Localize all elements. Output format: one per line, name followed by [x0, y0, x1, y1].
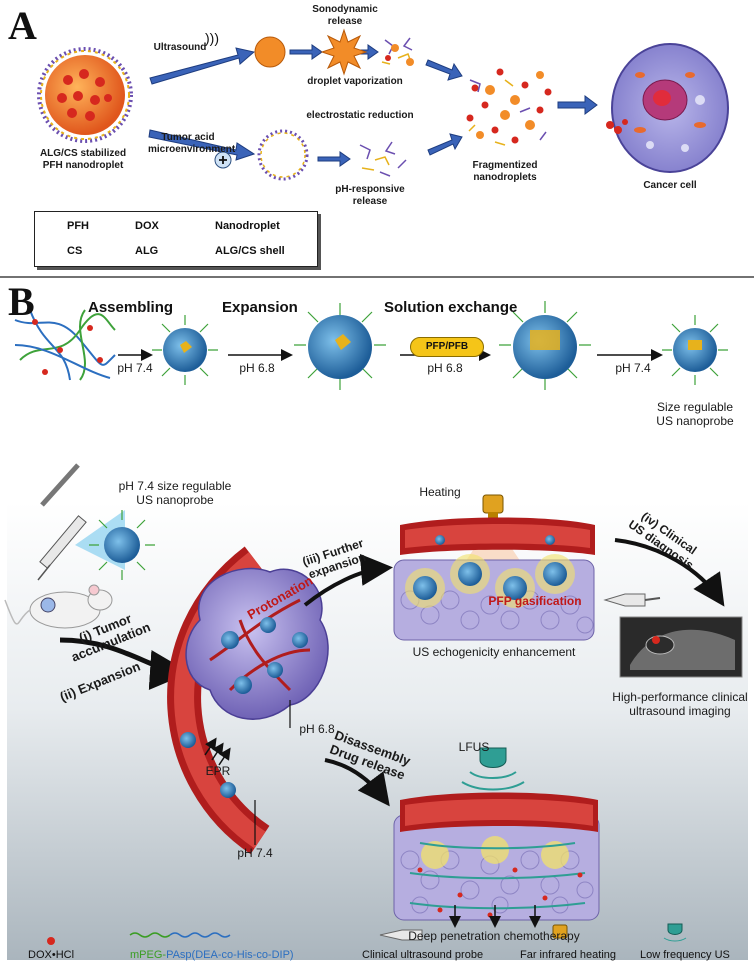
legend-probe-icon	[379, 929, 423, 941]
label-fragmentized: Fragmentized nanodroplets	[472, 160, 538, 183]
legend-mpeg-label: mPEG-	[130, 949, 167, 961]
legend-pfh: PFH	[67, 220, 89, 232]
label-cancer-cell: Cancer cell	[643, 180, 697, 191]
label-epr: EPR	[205, 764, 231, 778]
step-assembling: Assembling	[88, 299, 174, 316]
step-expansion: Expansion	[222, 299, 298, 316]
legend-shell: ALG/CS shell	[215, 245, 285, 257]
label-clinical-imaging: High-performance clinical ultrasound ima…	[612, 690, 748, 718]
label-ph-responsive: pH-responsive release	[335, 184, 405, 207]
label-heating: Heating	[419, 485, 461, 499]
label-electrostatic: electrostatic reduction	[306, 110, 414, 121]
arrow-ph-4: pH 7.4	[615, 361, 651, 375]
arrow-a-upper	[149, 47, 256, 85]
arrow-ph-2: pH 6.8	[239, 361, 275, 375]
legend-cs: CS	[67, 245, 83, 257]
nanoprobe-expanded	[294, 303, 386, 390]
label-lfus: LFUS	[458, 740, 490, 754]
legend-alg: ALG	[135, 245, 159, 257]
arrow-clinical-diagnosis	[614, 538, 725, 607]
nanoprobe-filled	[499, 301, 591, 390]
step-solution-exchange: Solution exchange	[384, 299, 518, 316]
legend-lowus-icon	[663, 923, 687, 942]
nanoprobe-small-2	[662, 315, 728, 385]
alg-cs-shell-icon	[257, 129, 309, 181]
label-sonodynamic: Sonodynamic release	[312, 4, 378, 27]
legend-polymer-label: mPEG-PAsp(DEA-co-His-co-DIP)	[130, 948, 294, 962]
released-fragments-upper	[381, 37, 414, 66]
label-pfp-gasification: PFP gasification	[488, 594, 582, 608]
legend-dox-label: DOX•HCl	[28, 949, 75, 961]
tissue-lfus	[393, 792, 600, 928]
panel-a-letter: A	[8, 3, 37, 48]
legend-dox-icon	[47, 937, 55, 945]
label-deep-penetration: Deep penetration chemotherapy	[408, 929, 580, 943]
clinical-probe-icon	[603, 593, 661, 607]
alg-cs-nanodroplet	[37, 47, 133, 143]
arrow-ph-1: pH 7.4	[117, 361, 153, 375]
legend-probe-label: Clinical ultrasound probe	[362, 949, 484, 961]
fragmentized-cluster	[466, 68, 552, 146]
pfp-pfb-pill: PFP/PFB	[410, 337, 484, 357]
legend-heating-label: Far infrared heating	[520, 949, 616, 961]
legend-a: PFH DOX Nanodroplet CS ALG ALG/CS shell	[34, 211, 318, 267]
label-injection: pH 7.4 size regulable US nanoprobe	[118, 479, 232, 507]
arrow-disassembly	[324, 758, 390, 807]
nanoprobe-injection	[89, 510, 155, 580]
tissue-heating	[393, 517, 595, 641]
label-vaporization: droplet vaporization	[307, 76, 403, 87]
legend-nanodroplet: Nanodroplet	[215, 220, 280, 232]
legend-lowus-label: Low frequency US	[640, 949, 730, 961]
nanoprobe-small-1	[152, 315, 218, 385]
lfus-transducer-icon	[461, 747, 525, 791]
label-ultrasound: Ultrasound	[153, 42, 207, 53]
released-fragments-lower	[359, 141, 407, 177]
label-stabilized: ALG/CS stabilized PFH nanodroplet	[39, 148, 127, 171]
mouse-icon	[4, 584, 113, 629]
cancer-cell-icon	[606, 43, 729, 173]
vaporized-droplet-icon	[320, 28, 368, 76]
arrow-ph-3: pH 6.8	[427, 361, 463, 375]
label-ph-blood: pH 7.4	[237, 846, 273, 860]
label-size-regulable: Size regulable US nanoprobe	[656, 400, 734, 428]
panel-b-letter: B	[8, 279, 35, 324]
ultrasound-wave-icon: )))	[205, 30, 219, 46]
legend-pasp-label: PAsp(DEA-co-His-co-DIP)	[166, 949, 294, 961]
legend-mpeg-icon	[129, 932, 171, 938]
polymer-network	[14, 309, 116, 381]
label-ph-tumor: pH 6.8	[299, 722, 335, 736]
legend-heating-icon	[552, 924, 568, 939]
label-tumor-acid: Tumor acid microenvironment	[148, 132, 236, 155]
arrow-further-expansion	[303, 553, 393, 607]
arrow-a-lower	[148, 129, 256, 161]
legend-dox: DOX	[135, 220, 159, 232]
pfh-droplet-icon	[254, 36, 286, 68]
tumor-icon	[185, 567, 329, 720]
label-echogenicity: US echogenicity enhancement	[412, 645, 576, 659]
